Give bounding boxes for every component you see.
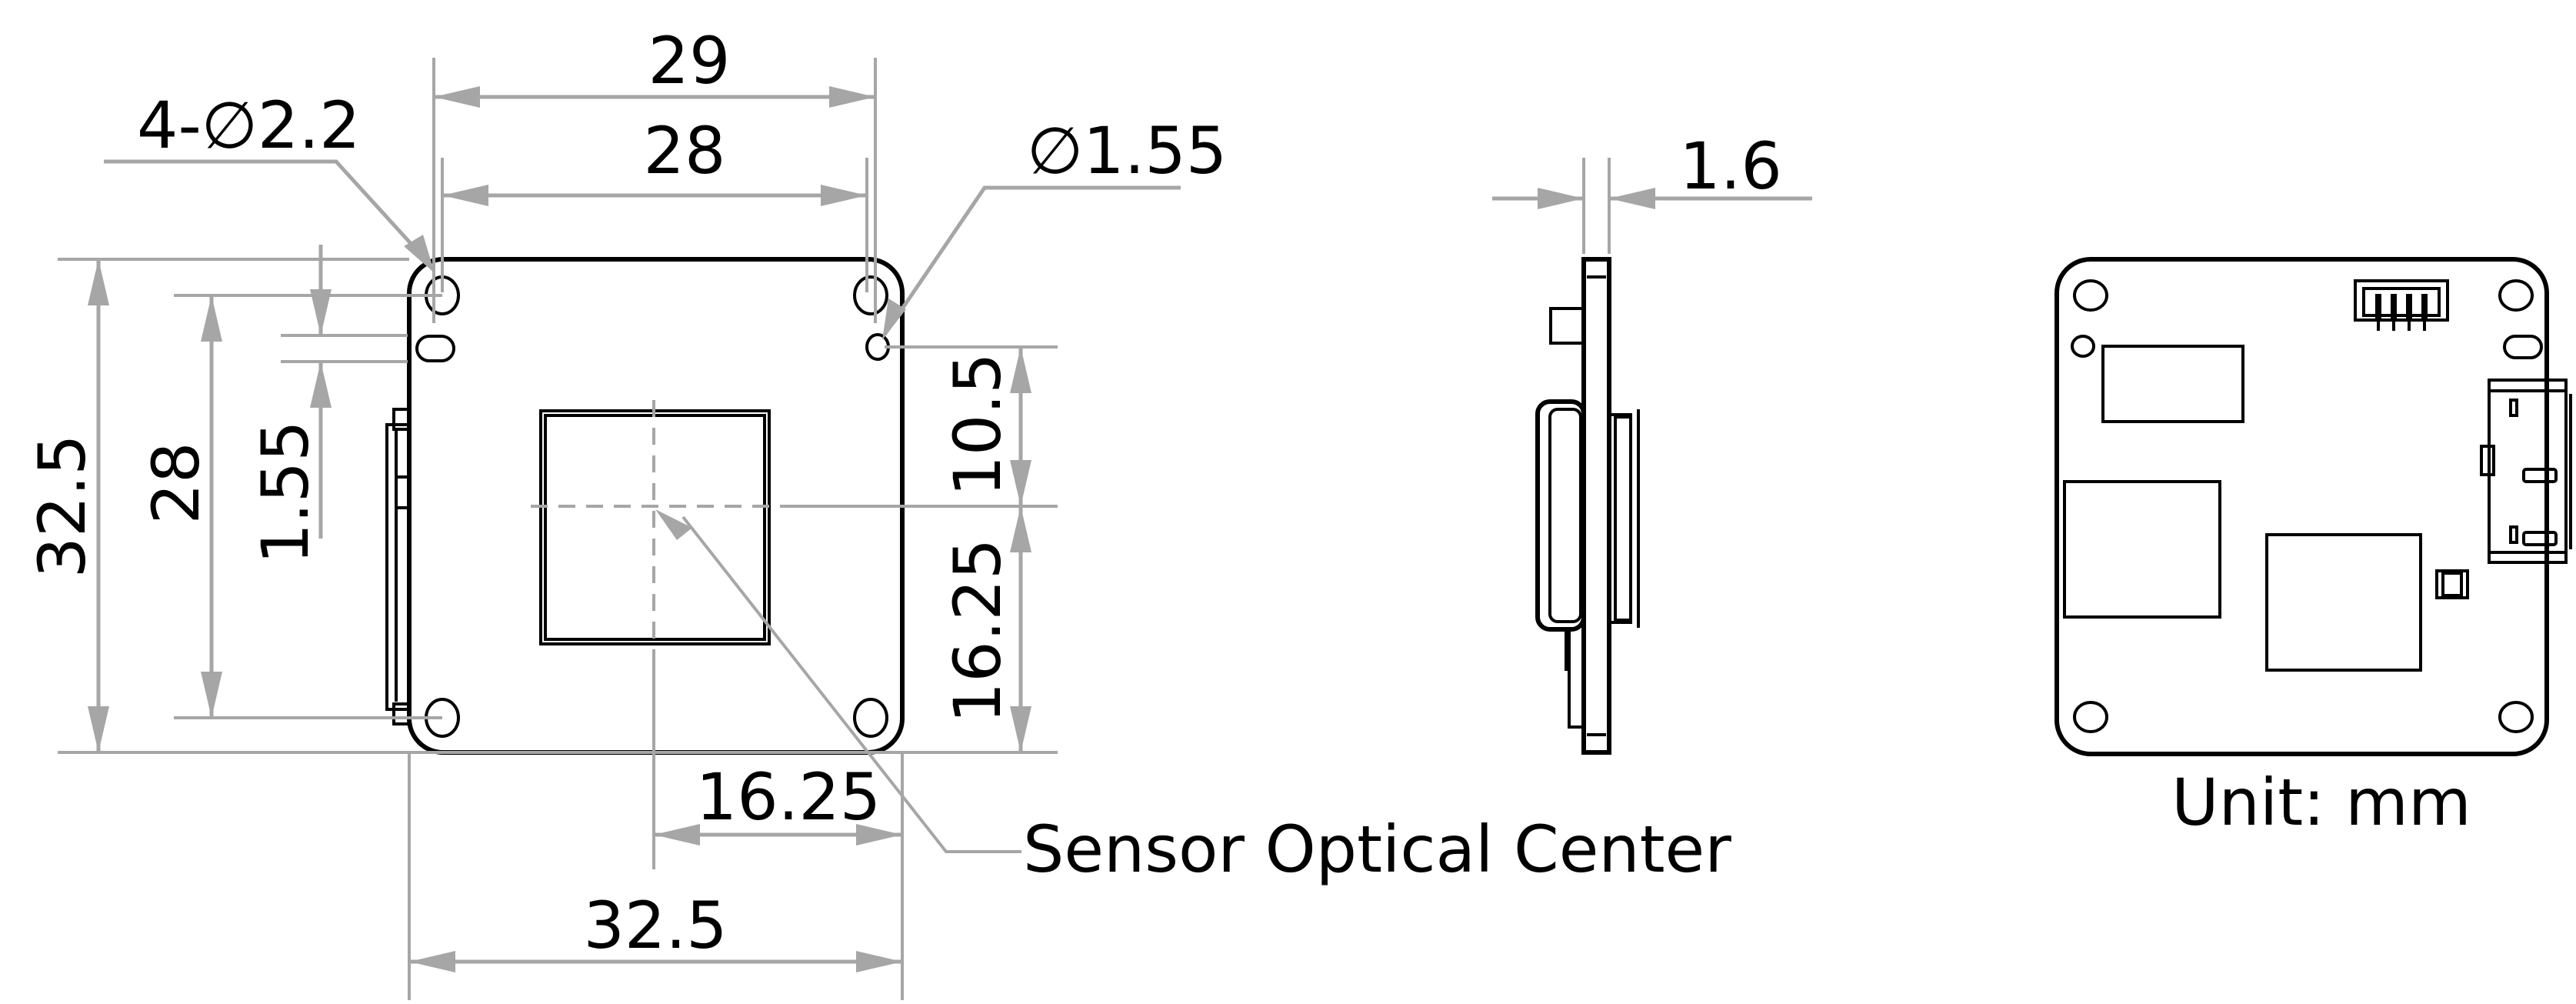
connector-latch	[2522, 468, 2558, 483]
mount-hole-top-right	[853, 275, 888, 315]
arrowhead	[442, 185, 488, 206]
arrowhead	[434, 86, 480, 108]
dim-label-10-5: 10.5	[940, 352, 1015, 496]
leader-line	[882, 185, 1181, 336]
unit-label: Unit: mm	[2171, 765, 2471, 840]
dim-label-29: 29	[648, 23, 731, 98]
callout-mount-holes: 4-∅2.2	[104, 88, 435, 273]
dim-label-28: 28	[644, 113, 726, 188]
back-chip-right	[2265, 533, 2422, 672]
dim-label-28-vertical: 28	[138, 442, 214, 525]
leader-line	[104, 159, 432, 267]
back-pin-header	[2354, 279, 2449, 331]
connector-tab-bottom	[392, 702, 411, 725]
dim-label-1-55: 1.55	[248, 420, 323, 564]
side-sensor-glass	[1614, 415, 1632, 622]
header-pin	[2421, 294, 2428, 322]
header-inner	[2362, 287, 2441, 317]
back-hole-bottom-left	[2073, 701, 2108, 733]
arrowhead	[310, 289, 332, 335]
side-board	[1581, 257, 1611, 755]
side-pin-lead	[1568, 629, 1584, 729]
callout-small-hole: ∅1.55	[882, 113, 1227, 340]
dim-28-vertical: 28	[138, 294, 442, 719]
connector-tab-top	[392, 408, 411, 431]
arrowhead	[404, 235, 435, 273]
back-hole-top-right	[2498, 279, 2534, 312]
arrowhead	[88, 259, 109, 305]
side-connector	[1535, 399, 1586, 632]
arrowhead	[654, 824, 700, 846]
header-body	[2354, 279, 2449, 322]
callout-label-mount-holes: 4-∅2.2	[137, 88, 361, 163]
callout-optical-center: Sensor Optical Center	[655, 509, 1731, 887]
slot-left	[415, 335, 455, 362]
arrowhead	[1010, 347, 1031, 393]
back-board-outline	[2054, 257, 2549, 756]
dim-1-55-vertical: 1.55	[248, 245, 408, 565]
back-chip-top	[2101, 345, 2244, 423]
side-sensor-body	[1608, 413, 1632, 624]
arrowhead	[1609, 188, 1655, 209]
dim-16-25-horizontal: 16.25	[654, 752, 904, 1000]
connector-latch	[2522, 531, 2558, 546]
back-hole-bottom-right	[2498, 701, 2534, 733]
side-view: 1.6	[1492, 128, 1812, 755]
connector-body	[385, 423, 411, 711]
header-pin	[2406, 294, 2412, 322]
dim-32-5-horizontal: 32.5	[408, 752, 902, 1000]
arrowhead	[201, 672, 222, 718]
back-slot	[2503, 335, 2543, 359]
side-component-top	[1549, 307, 1585, 345]
front-view: 29 28 4-∅2.2 ∅1.55	[25, 23, 1731, 1000]
leader-line	[681, 515, 1021, 853]
dim-29: 29	[432, 23, 877, 323]
arrowhead	[1010, 506, 1031, 552]
dim-label-32-5-vertical: 32.5	[25, 434, 100, 578]
header-pin	[2391, 294, 2397, 322]
arrowhead	[655, 509, 692, 540]
callout-label-small-hole: ∅1.55	[1027, 113, 1227, 188]
back-side-connector	[2480, 379, 2572, 564]
arrowhead	[1010, 706, 1031, 752]
dim-32-5-vertical: 32.5	[25, 258, 1058, 754]
back-hole-top-left	[2073, 279, 2108, 312]
dim-28-horizontal: 28	[441, 113, 868, 292]
connector-housing	[2488, 379, 2568, 564]
back-view: Unit: mm	[2054, 257, 2572, 840]
front-side-connector	[385, 408, 411, 725]
arrowhead	[409, 951, 455, 972]
connector-notch	[395, 475, 411, 509]
connector-contact	[2509, 525, 2518, 544]
back-small-hole	[2071, 335, 2095, 358]
connector-tab	[2480, 445, 2495, 476]
arrowhead	[856, 951, 902, 972]
dim-label-32-5-horizontal: 32.5	[583, 888, 727, 963]
arrowhead	[821, 185, 867, 206]
back-small-component-inner	[2441, 572, 2463, 597]
back-chip-left	[2063, 480, 2221, 619]
mount-hole-bottom-right	[853, 698, 888, 738]
arrowhead	[882, 299, 906, 340]
dim-label-16-25-vertical: 16.25	[940, 539, 1015, 723]
arrowhead	[1010, 460, 1031, 506]
arrowhead	[856, 824, 902, 846]
arrowhead	[201, 295, 222, 342]
connector-contact	[2509, 399, 2518, 417]
arrowhead	[829, 86, 875, 108]
arrowhead	[310, 362, 332, 408]
back-small-component	[2435, 569, 2469, 599]
dim-label-1-6: 1.6	[1679, 128, 1782, 204]
header-pin	[2375, 294, 2381, 322]
arrowhead	[1538, 188, 1584, 209]
side-connector-inner	[1548, 408, 1582, 623]
dim-label-16-25-horizontal: 16.25	[696, 759, 881, 835]
arrowhead	[88, 706, 109, 752]
dim-center-vertical: 10.5 16.25	[885, 345, 1058, 752]
callout-label-optical-center: Sensor Optical Center	[1023, 812, 1731, 887]
